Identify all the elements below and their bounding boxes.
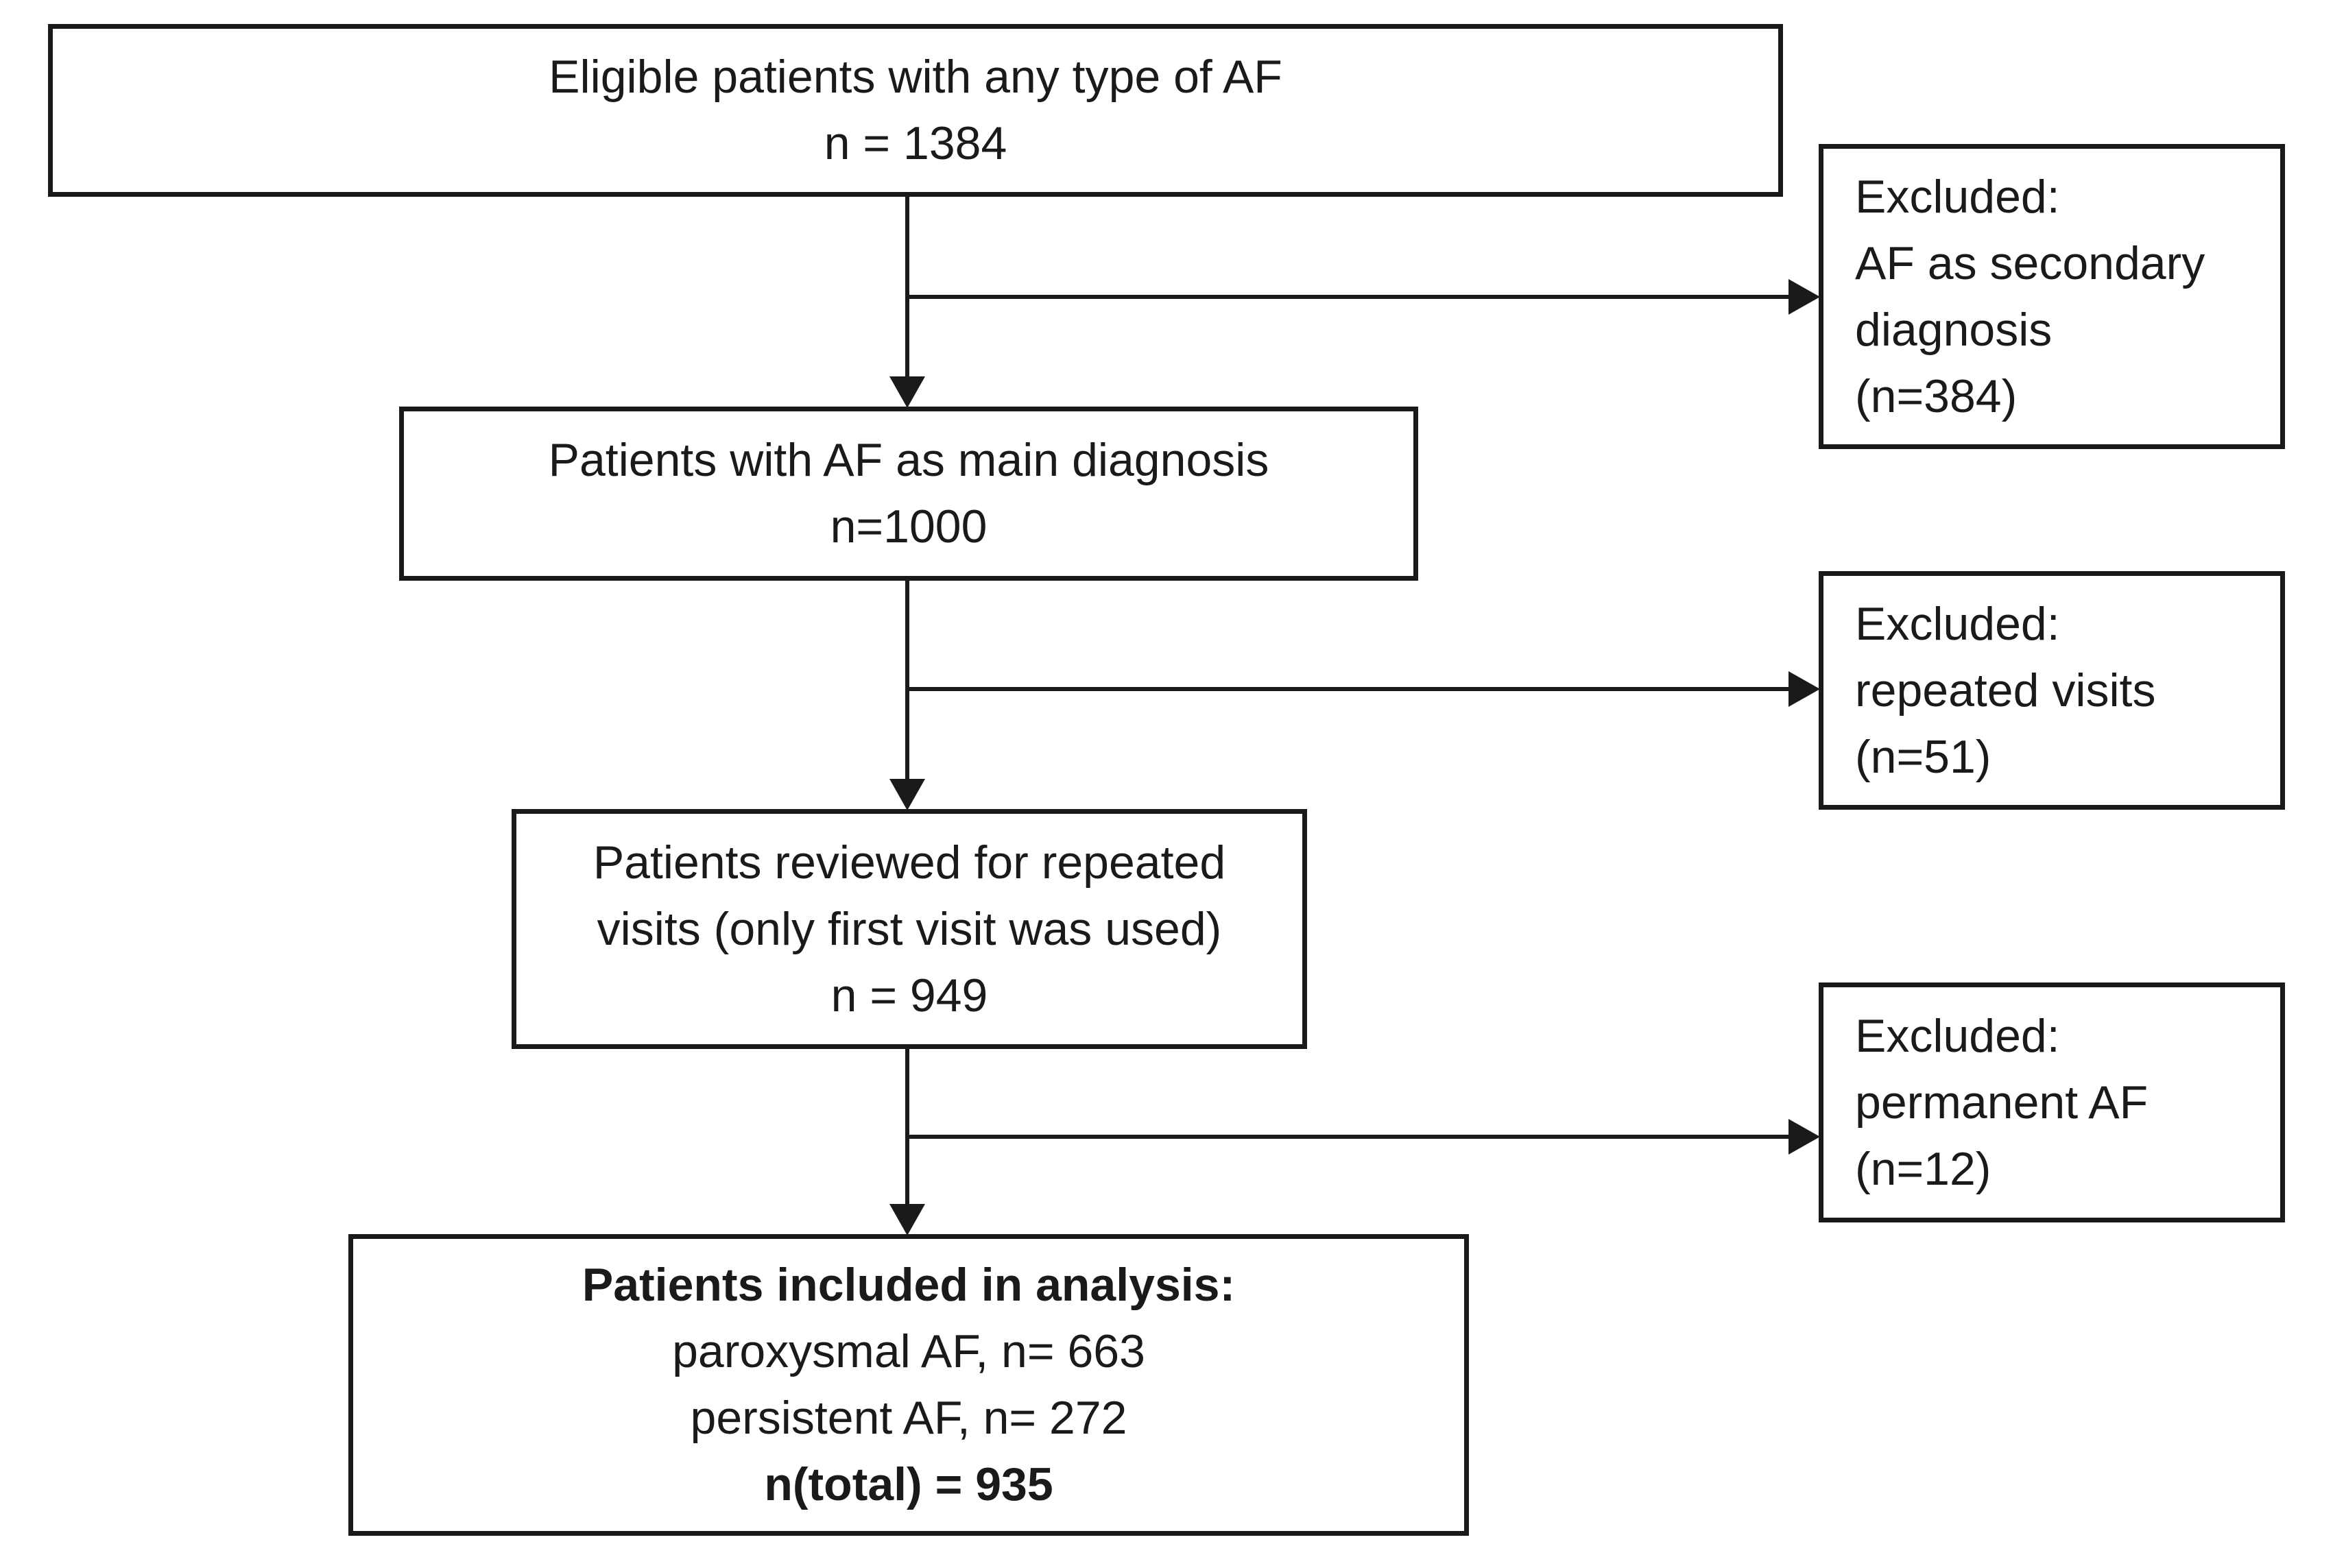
excluded-secondary-reason-line1: AF as secondary xyxy=(1855,237,2205,289)
excluded-permanent-box: Excluded: permanent AF (n=12) xyxy=(1819,982,2285,1222)
connector-branch-excluded-secondary xyxy=(905,295,1790,299)
excluded-permanent-count: (n=12) xyxy=(1855,1142,1991,1195)
paroxysmal-af-count: paroxysmal AF, n= 663 xyxy=(672,1325,1145,1377)
arrowhead-right-excluded-secondary-icon xyxy=(1788,279,1820,315)
arrowhead-right-excluded-permanent-icon xyxy=(1788,1119,1820,1155)
included-analysis-box: Patients included in analysis: paroxysma… xyxy=(348,1234,1469,1536)
arrowhead-down-reviewed-icon xyxy=(889,779,925,810)
excluded-repeated-box: Excluded: repeated visits (n=51) xyxy=(1819,571,2285,810)
persistent-af-count: persistent AF, n= 272 xyxy=(690,1392,1127,1444)
connector-branch-excluded-repeated xyxy=(905,687,1790,691)
eligible-patients-label: Eligible patients with any type of AF xyxy=(549,51,1282,103)
excluded-permanent-reason: permanent AF xyxy=(1855,1076,2149,1129)
connector-reviewed-to-included xyxy=(905,1049,909,1204)
eligible-patients-count: n = 1384 xyxy=(824,117,1007,169)
excluded-repeated-title: Excluded: xyxy=(1855,597,2060,650)
arrowhead-down-included-icon xyxy=(889,1204,925,1235)
reviewed-visits-count: n = 949 xyxy=(830,969,988,1022)
excluded-permanent-title: Excluded: xyxy=(1855,1009,2060,1062)
eligible-patients-box: Eligible patients with any type of AF n … xyxy=(48,24,1783,197)
arrowhead-right-excluded-repeated-icon xyxy=(1788,671,1820,707)
arrowhead-down-main-diagnosis-icon xyxy=(889,376,925,408)
reviewed-visits-label-line1: Patients reviewed for repeated xyxy=(593,836,1226,889)
main-diagnosis-count: n=1000 xyxy=(830,500,988,553)
excluded-secondary-title: Excluded: xyxy=(1855,170,2060,223)
reviewed-visits-box: Patients reviewed for repeated visits (o… xyxy=(512,809,1307,1049)
reviewed-visits-label-line2: visits (only first visit was used) xyxy=(597,902,1222,955)
included-analysis-title: Patients included in analysis: xyxy=(582,1259,1236,1311)
excluded-secondary-box: Excluded: AF as secondary diagnosis (n=3… xyxy=(1819,144,2285,449)
excluded-secondary-count: (n=384) xyxy=(1855,370,2018,422)
connector-eligible-to-main xyxy=(905,197,909,376)
main-diagnosis-box: Patients with AF as main diagnosis n=100… xyxy=(399,407,1418,581)
main-diagnosis-label: Patients with AF as main diagnosis xyxy=(548,434,1269,486)
excluded-secondary-reason-line2: diagnosis xyxy=(1855,303,2053,356)
connector-main-to-reviewed xyxy=(905,581,909,779)
total-count: n(total) = 935 xyxy=(764,1458,1053,1510)
excluded-repeated-reason: repeated visits xyxy=(1855,664,2156,716)
connector-branch-excluded-permanent xyxy=(905,1135,1790,1139)
excluded-repeated-count: (n=51) xyxy=(1855,730,1991,783)
